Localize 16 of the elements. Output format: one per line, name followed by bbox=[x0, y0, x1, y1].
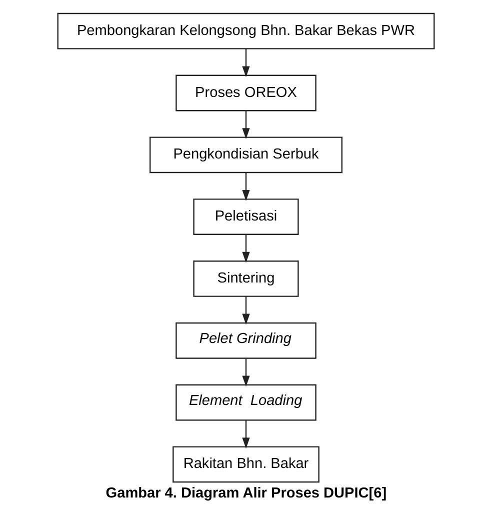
node-box: Rakitan Bhn. Bakar bbox=[172, 446, 319, 483]
arrow bbox=[242, 358, 250, 387]
arrow bbox=[242, 172, 250, 201]
arrow bbox=[242, 48, 250, 78]
node-box: Pelet Grinding bbox=[175, 322, 316, 359]
node-box: Element Loading bbox=[175, 384, 316, 421]
arrow bbox=[242, 420, 250, 449]
node-box: Proses OREOX bbox=[175, 74, 316, 112]
arrow bbox=[242, 296, 250, 325]
node-box: Pembongkaran Kelongsong Bhn. Bakar Bekas PWR bbox=[56, 12, 434, 50]
arrow bbox=[242, 110, 250, 140]
node-box: Sintering bbox=[192, 260, 298, 297]
node-box: Pengkondisian Serbuk bbox=[149, 136, 342, 174]
arrow bbox=[242, 234, 250, 263]
node-box: Peletisasi bbox=[192, 198, 298, 236]
caption: Gambar 4. Diagram Alir Proses DUPIC[6] bbox=[105, 485, 386, 502]
